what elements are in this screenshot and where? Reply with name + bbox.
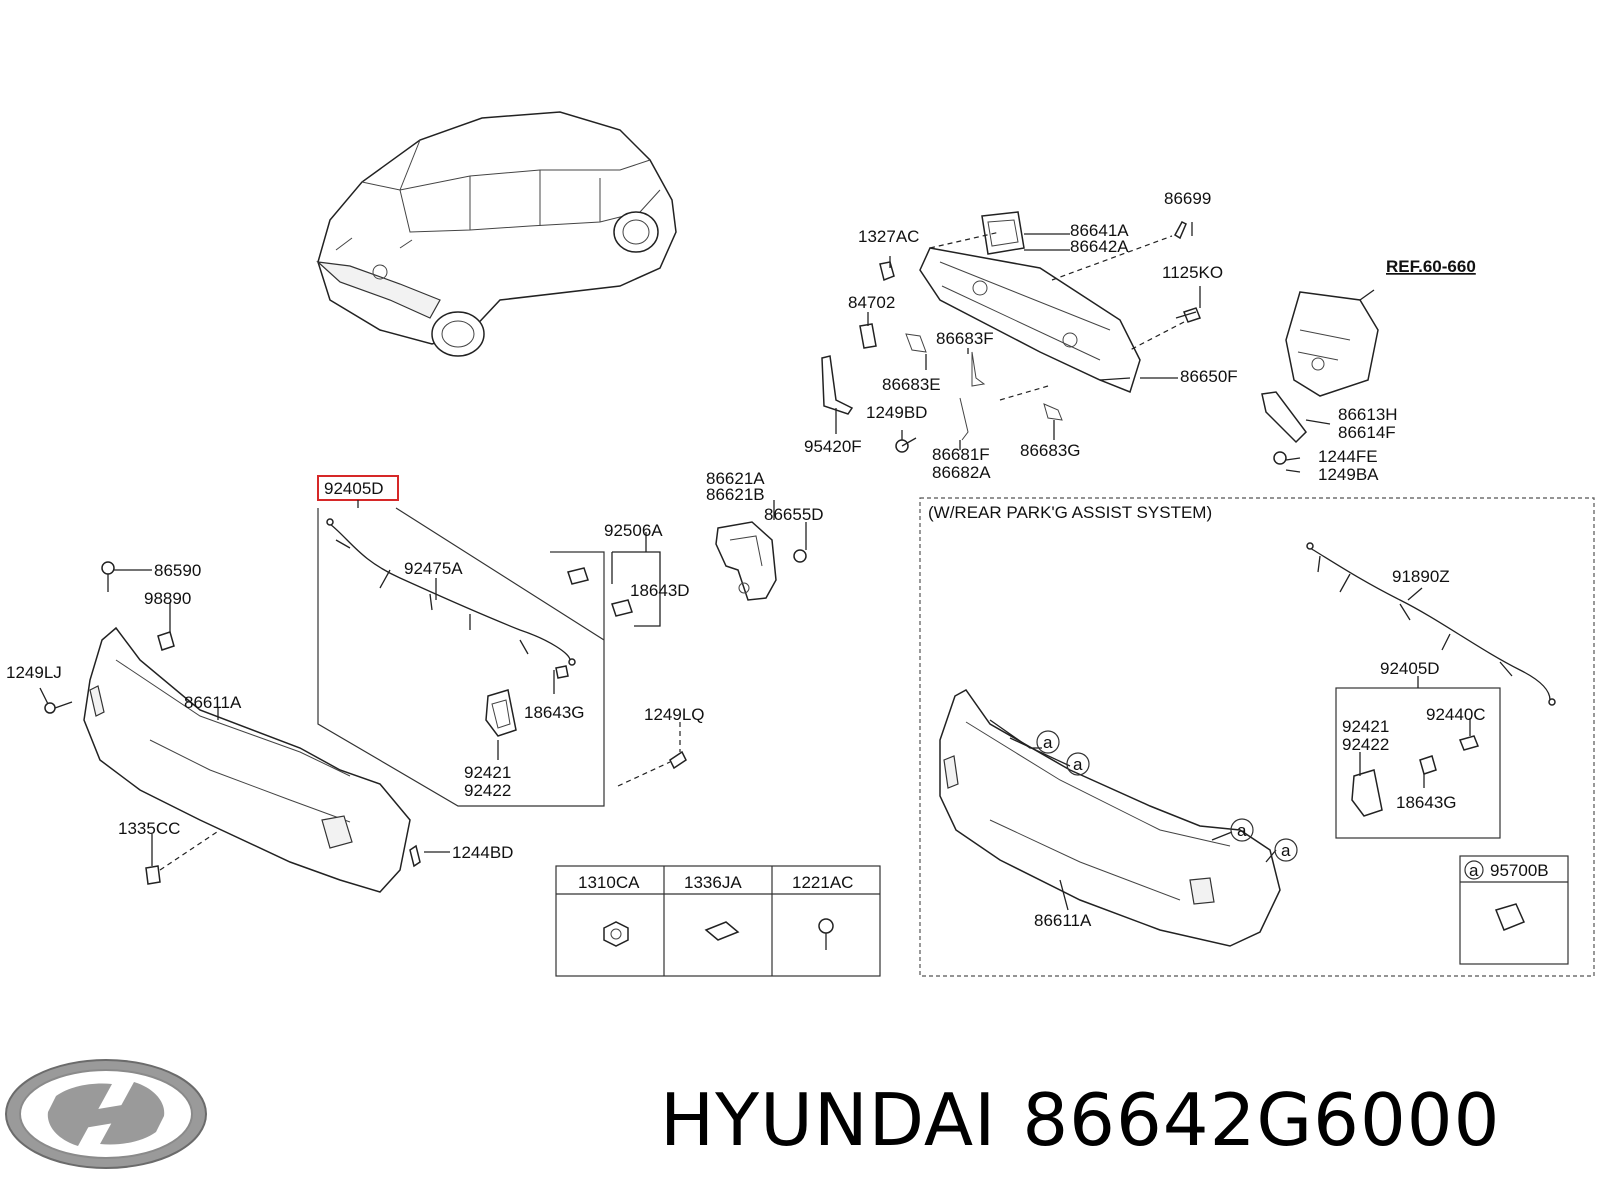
label-86683E[interactable]: 86683E [882,375,941,394]
hardware-header-1336JA[interactable]: 1336JA [684,873,742,892]
label-84702[interactable]: 84702 [848,293,895,312]
frames [317,475,1595,977]
wiring-harness-left [326,518,687,770]
label-1125KO[interactable]: 1125KO [1162,263,1223,282]
label-92422-right[interactable]: 92422 [1342,735,1389,754]
hardware-header-1221AC[interactable]: 1221AC [792,873,853,892]
label-1244FE[interactable]: 1244FE [1318,447,1378,466]
label-86655D[interactable]: 86655D [764,505,824,524]
hyundai-logo [5,1059,207,1169]
label-1249LJ[interactable]: 1249LJ [6,663,62,682]
label-92421-right[interactable]: 92421 [1342,717,1389,736]
callout-a-5: a [1469,861,1479,880]
label-1249BA[interactable]: 1249BA [1318,465,1379,484]
label-18643G-left[interactable]: 18643G [524,703,585,722]
label-86683F[interactable]: 86683F [936,329,994,348]
part-labels: 86699 1327AC 86641A 86642A 1125KO REF.60… [6,189,1549,930]
left-bumper-illustration [44,561,421,893]
brand-name: HYUNDAI [660,1078,997,1162]
label-92506A[interactable]: 92506A [604,521,663,540]
label-86681F[interactable]: 86681F [932,445,990,464]
label-ref-60-660[interactable]: REF.60-660 [1386,257,1476,276]
park-assist-title: (W/REAR PARK'G ASSIST SYSTEM) [928,503,1212,522]
label-92421-left[interactable]: 92421 [464,763,511,782]
label-98890[interactable]: 98890 [144,589,191,608]
label-92405D-right[interactable]: 92405D [1380,659,1440,678]
label-1249BD[interactable]: 1249BD [866,403,927,422]
label-86590[interactable]: 86590 [154,561,201,580]
label-86642A[interactable]: 86642A [1070,237,1129,256]
label-95420F[interactable]: 95420F [804,437,862,456]
label-1244BD[interactable]: 1244BD [452,843,513,862]
label-91890Z[interactable]: 91890Z [1392,567,1450,586]
park-assist-illustration [939,542,1556,947]
label-86611A-right[interactable]: 86611A [1034,911,1092,930]
label-86621A[interactable]: 86621A [706,469,765,488]
callout-a-1: a [1043,733,1053,752]
ref-panel-illustration [1261,291,1379,465]
rear-beam-assembly [821,211,1201,453]
label-95700B[interactable]: 95700B [1490,861,1549,880]
callout-a-4: a [1281,841,1291,860]
label-86650F[interactable]: 86650F [1180,367,1238,386]
label-1327AC[interactable]: 1327AC [858,227,919,246]
label-86683G[interactable]: 86683G [1020,441,1081,460]
label-86641A[interactable]: 86641A [1070,221,1129,240]
label-86621B[interactable]: 86621B [706,485,765,504]
label-18643G-right[interactable]: 18643G [1396,793,1457,812]
label-92440C[interactable]: 92440C [1426,705,1486,724]
label-18643D[interactable]: 18643D [630,581,690,600]
label-1335CC[interactable]: 1335CC [118,819,180,838]
label-86699[interactable]: 86699 [1164,189,1211,208]
label-86614F[interactable]: 86614F [1338,423,1396,442]
label-1249LQ[interactable]: 1249LQ [644,705,705,724]
label-86613H[interactable]: 86613H [1338,405,1398,424]
side-bracket-illustration [715,521,807,601]
hardware-header-1310CA[interactable]: 1310CA [578,873,640,892]
brand-caption: HYUNDAI 86642G6000 [660,1078,1526,1162]
leader-lines [39,222,1471,911]
label-92422-left[interactable]: 92422 [464,781,511,800]
callout-markers: a a a a a [1036,730,1484,880]
part-number: 86642G6000 [1022,1078,1501,1162]
label-86682A[interactable]: 86682A [932,463,991,482]
label-92475A[interactable]: 92475A [404,559,463,578]
callout-a-3: a [1237,821,1247,840]
label-86611A-left[interactable]: 86611A [184,693,242,712]
label-92405D-highlighted[interactable]: 92405D [324,479,384,498]
callout-a-2: a [1073,755,1083,774]
car-illustration [316,111,677,357]
